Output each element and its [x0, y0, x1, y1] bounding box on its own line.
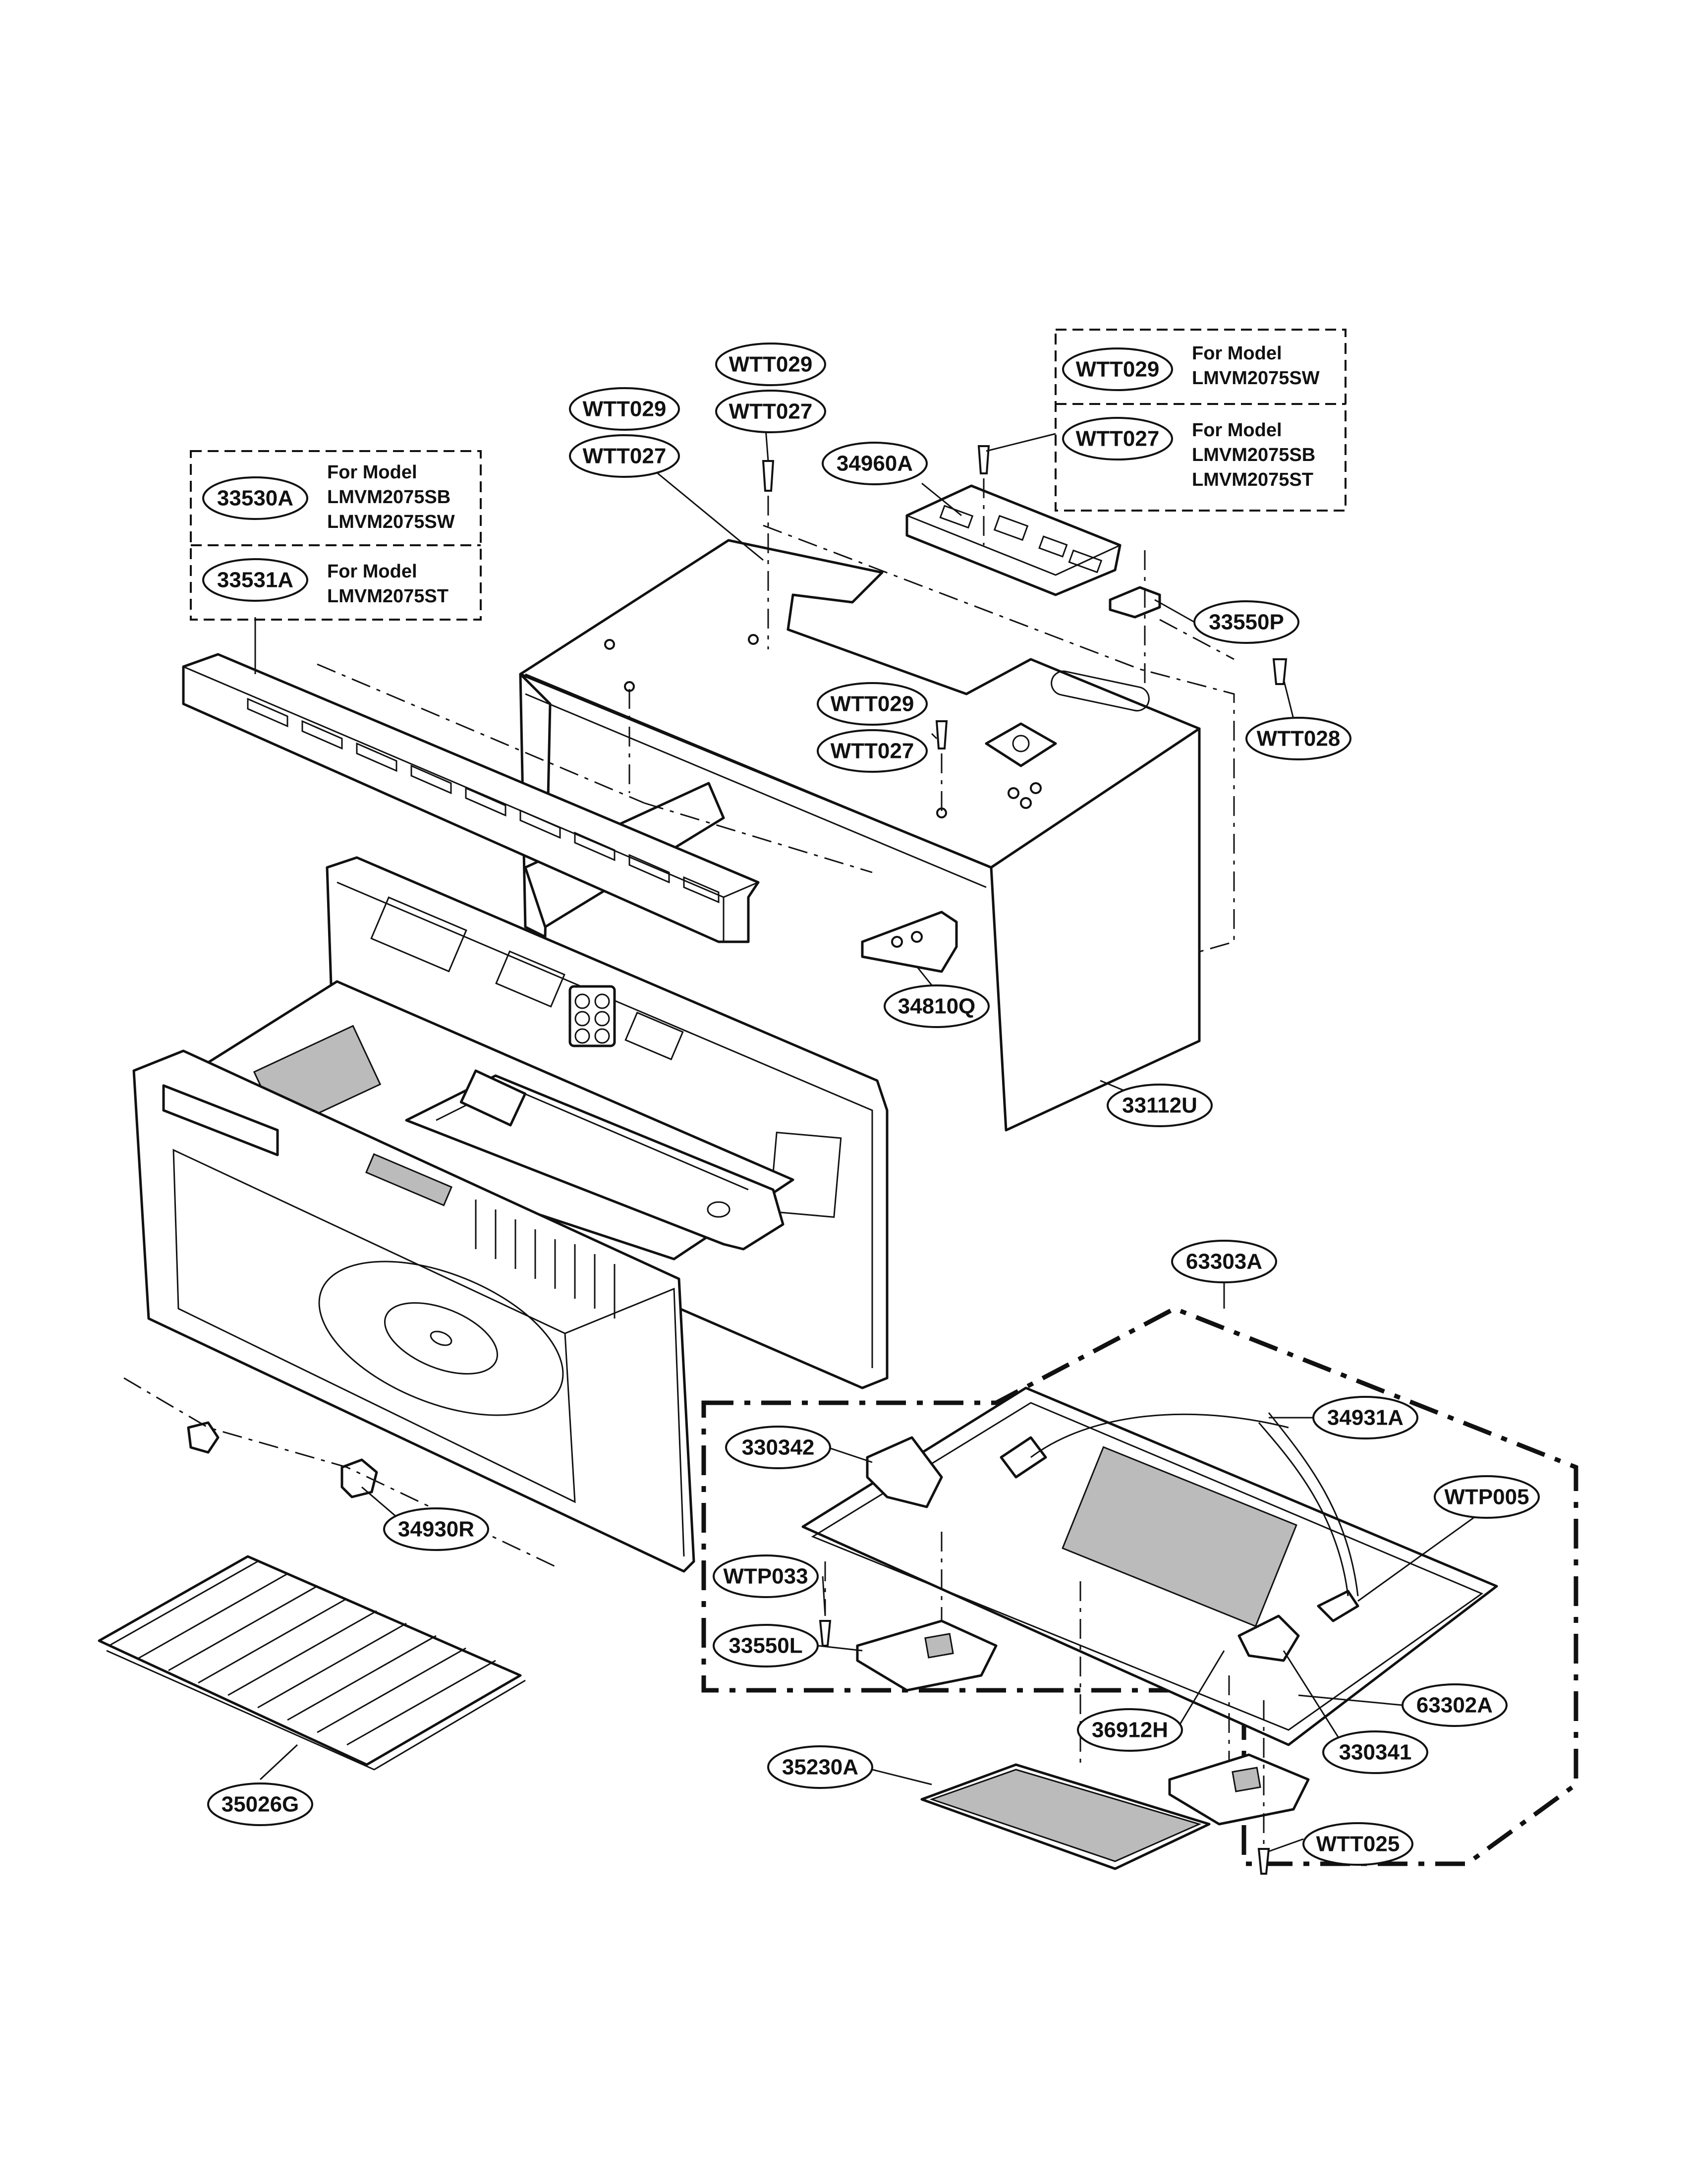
callout-33550L: 33550L [713, 1624, 819, 1667]
note-33530A-label: For Model [327, 462, 417, 483]
callout-34960A: 34960A [822, 442, 928, 485]
callout-WTT029-c: WTT029 [817, 682, 928, 726]
callout-34810Q: 34810Q [884, 984, 990, 1028]
connector-block [568, 985, 616, 1047]
callout-33112U: 33112U [1107, 1084, 1213, 1127]
callout-WTP005: WTP005 [1434, 1475, 1540, 1519]
latch-part [187, 1421, 220, 1454]
svg-text:35026G: 35026G [222, 1792, 299, 1817]
callout-330342: 330342 [725, 1426, 831, 1469]
callout-WTP033: WTP033 [713, 1554, 819, 1598]
svg-text:34931A: 34931A [1327, 1406, 1404, 1430]
note-33530A-model-1: LMVM2075SB [327, 487, 450, 508]
svg-text:63302A: 63302A [1416, 1693, 1493, 1718]
svg-text:34960A: 34960A [837, 452, 913, 476]
callout-WTT029-box: WTT029 [1062, 347, 1173, 391]
svg-text:63303A: 63303A [1186, 1250, 1262, 1274]
callout-35230A: 35230A [767, 1745, 873, 1789]
svg-text:WTT025: WTT025 [1316, 1832, 1400, 1856]
grease-filter-35230A [920, 1763, 1211, 1870]
model-note-box-right: For Model LMVM2075SW For Model LMVM2075S… [1055, 329, 1347, 512]
grille-slots [247, 697, 720, 904]
svg-text:33531A: 33531A [217, 568, 293, 592]
callout-36912H: 36912H [1077, 1708, 1183, 1752]
svg-text:35230A: 35230A [782, 1755, 858, 1780]
callout-34931A: 34931A [1312, 1396, 1418, 1439]
oven-rack [98, 1555, 526, 1771]
latch-330341 [1237, 1614, 1300, 1662]
svg-text:WTT029: WTT029 [729, 352, 813, 377]
svg-text:33530A: 33530A [217, 486, 293, 511]
bottom-plate-63302A [801, 1386, 1498, 1746]
note-33530A-model-2: LMVM2075SW [327, 512, 455, 532]
clip-33550P [1109, 586, 1161, 619]
svg-text:WTT029: WTT029 [583, 397, 667, 421]
callout-330341: 330341 [1322, 1730, 1428, 1774]
note-WTT027-model-2: LMVM2075ST [1192, 469, 1313, 490]
callout-63302A: 63302A [1402, 1683, 1508, 1727]
hinge-bracket-33550L [856, 1619, 998, 1692]
hinge-bracket-right [1168, 1753, 1310, 1826]
callout-35026G: 35026G [207, 1782, 313, 1826]
svg-text:330341: 330341 [1339, 1740, 1412, 1765]
note-33531A-label: For Model [327, 561, 417, 582]
svg-text:WTT027: WTT027 [831, 739, 914, 763]
switch-34930R [340, 1458, 378, 1498]
note-WTT027-label: For Model [1192, 420, 1282, 441]
model-note-box-left: For Model LMVM2075SB LMVM2075SW For Mode… [190, 450, 482, 621]
callout-63303A: 63303A [1171, 1240, 1277, 1283]
svg-text:34810Q: 34810Q [898, 994, 976, 1019]
svg-text:36912H: 36912H [1092, 1718, 1168, 1742]
callout-WTT027-a: WTT027 [569, 434, 680, 478]
svg-text:33112U: 33112U [1122, 1093, 1197, 1118]
callout-WTT028: WTT028 [1245, 717, 1351, 760]
svg-text:WTT027: WTT027 [583, 444, 667, 468]
svg-text:33550P: 33550P [1209, 610, 1284, 634]
svg-text:WTP033: WTP033 [723, 1564, 808, 1589]
callout-WTT029-a: WTT029 [569, 387, 680, 431]
callout-WTT029-b: WTT029 [715, 343, 826, 386]
svg-text:WTT029: WTT029 [1076, 357, 1160, 382]
screws-bottom [819, 1620, 1270, 1875]
callout-WTT025: WTT025 [1302, 1822, 1413, 1866]
mounting-bracket-34960A [905, 484, 1122, 596]
assembly-lines-upper [317, 478, 1235, 953]
leader-lines [254, 428, 1482, 1852]
note-33531A-model-1: LMVM2075ST [327, 586, 449, 607]
svg-text:34930R: 34930R [398, 1517, 474, 1542]
screws-top [762, 445, 1288, 749]
callout-WTT027-box: WTT027 [1062, 417, 1173, 460]
svg-text:330342: 330342 [742, 1436, 815, 1460]
callout-33550P: 33550P [1193, 600, 1299, 644]
note-WTT029-model-1: LMVM2075SW [1192, 368, 1320, 389]
latch-330342 [866, 1436, 943, 1508]
callout-33530A: 33530A [202, 476, 308, 520]
callout-WTT027-c: WTT027 [817, 729, 928, 773]
callout-34930R: 34930R [383, 1507, 489, 1551]
vent-grille-panel [182, 653, 760, 943]
oven-cavity [132, 856, 889, 1573]
svg-text:WTT028: WTT028 [1257, 727, 1341, 751]
svg-text:33550L: 33550L [729, 1634, 802, 1658]
svg-text:WTT027: WTT027 [1076, 427, 1160, 451]
callout-WTT027-b: WTT027 [715, 390, 826, 433]
callout-33531A: 33531A [202, 558, 308, 602]
note-WTT029-label: For Model [1192, 343, 1282, 364]
assembly-group-boundary [701, 1306, 1578, 1866]
svg-text:WTP005: WTP005 [1444, 1485, 1529, 1509]
note-WTT027-model-1: LMVM2075SB [1192, 445, 1315, 465]
bracket-34810Q [861, 911, 958, 973]
svg-text:WTT029: WTT029 [831, 692, 914, 716]
svg-text:WTT027: WTT027 [729, 400, 813, 424]
